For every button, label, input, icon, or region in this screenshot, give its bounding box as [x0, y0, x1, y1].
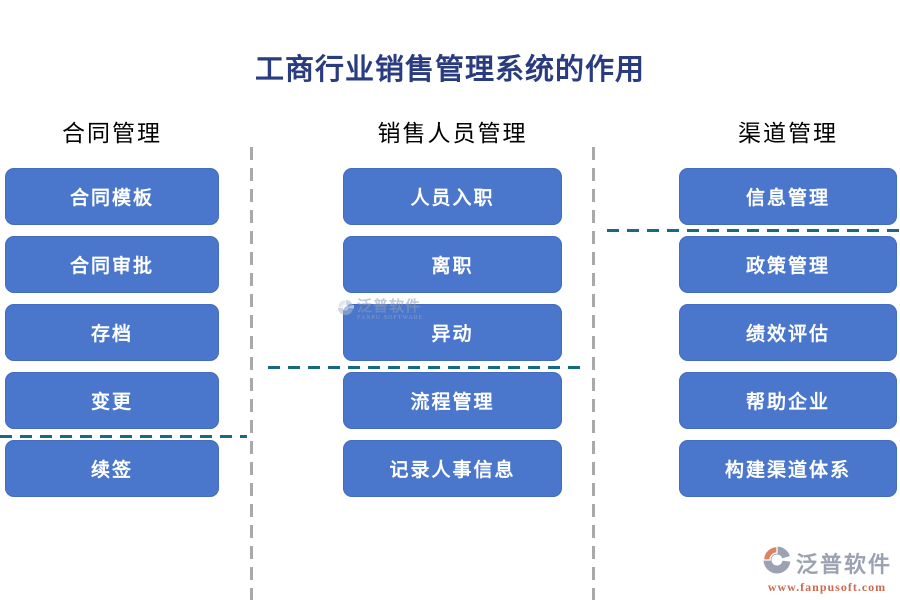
- personnel-section-divider: [268, 366, 586, 369]
- column-divider-1: [250, 147, 253, 600]
- column-header-contract: 合同管理: [62, 121, 162, 146]
- button-process-management[interactable]: 流程管理: [343, 372, 562, 429]
- button-policy-management[interactable]: 政策管理: [679, 236, 897, 293]
- button-transfer[interactable]: 异动: [343, 304, 562, 361]
- fanpu-logo-icon: [762, 545, 793, 580]
- button-help-enterprise[interactable]: 帮助企业: [679, 372, 897, 429]
- button-info-management[interactable]: 信息管理: [679, 168, 897, 225]
- contract-section-divider: [0, 435, 247, 438]
- button-onboarding[interactable]: 人员入职: [343, 168, 562, 225]
- button-contract-approval[interactable]: 合同审批: [5, 236, 219, 293]
- channel-section-divider: [607, 229, 900, 232]
- button-contract-template[interactable]: 合同模板: [5, 168, 219, 225]
- column-header-channel: 渠道管理: [738, 121, 838, 146]
- button-performance-evaluation[interactable]: 绩效评估: [679, 304, 897, 361]
- button-resignation[interactable]: 离职: [343, 236, 562, 293]
- page-title: 工商行业销售管理系统的作用: [254, 54, 645, 86]
- button-renewal[interactable]: 续签: [5, 440, 219, 497]
- button-change[interactable]: 变更: [5, 372, 219, 429]
- footer-brand-url: www.fanpusoft.com: [767, 580, 887, 594]
- column-divider-2: [592, 147, 595, 600]
- footer-brand: 泛普软件 www.fanpusoft.com: [762, 545, 892, 595]
- button-hr-records[interactable]: 记录人事信息: [343, 440, 562, 497]
- button-archive[interactable]: 存档: [5, 304, 219, 361]
- button-build-channel-system[interactable]: 构建渠道体系: [679, 440, 897, 497]
- footer-brand-name: 泛普软件: [795, 551, 892, 577]
- column-header-personnel: 销售人员管理: [377, 121, 528, 146]
